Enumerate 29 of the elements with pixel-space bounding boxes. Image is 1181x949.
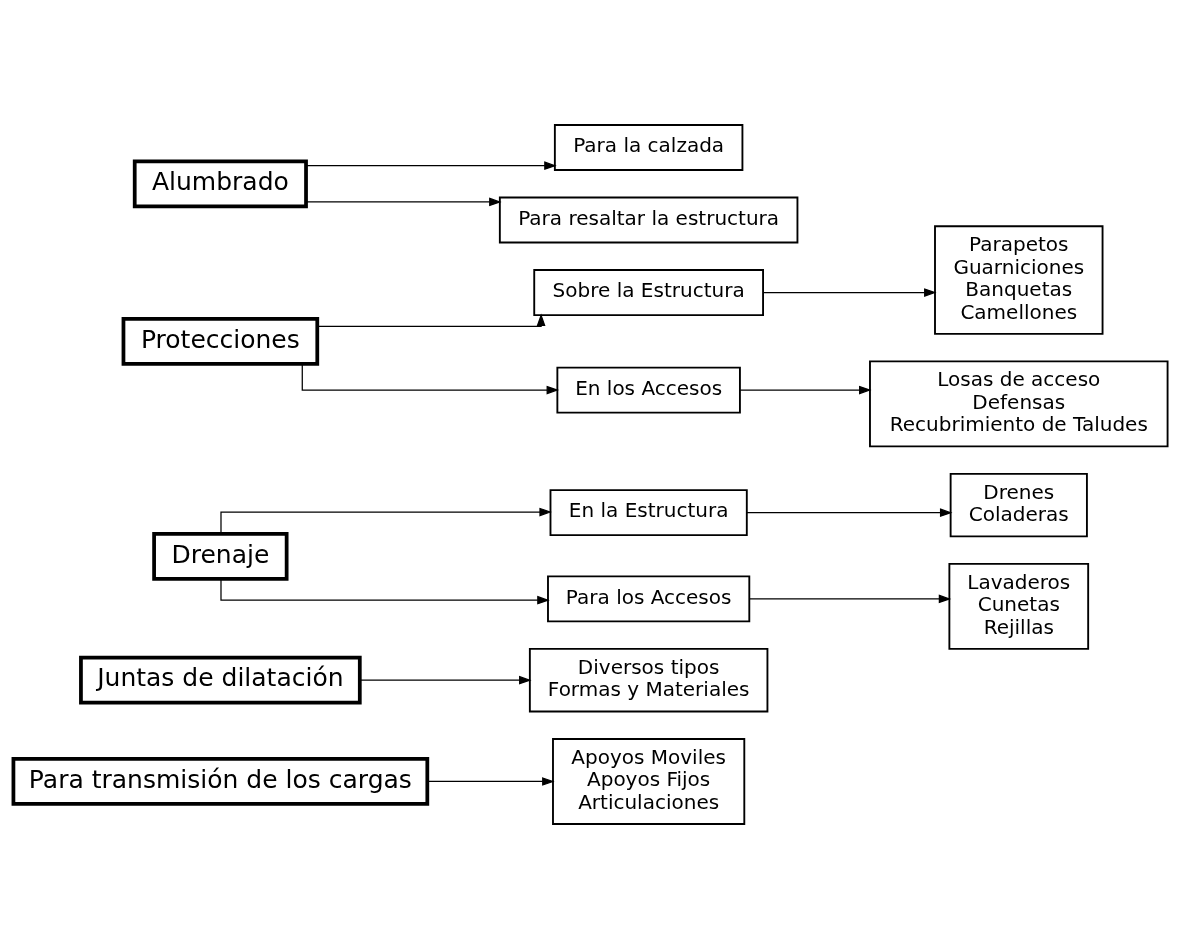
arrow xyxy=(220,507,552,535)
node-box: Juntas de dilatación xyxy=(79,655,362,705)
node-box: Lavaderos Cunetas Rejillas xyxy=(948,562,1090,650)
arrow xyxy=(762,288,937,297)
node-box: Para la calzada xyxy=(553,124,744,171)
node-box: Losas de acceso Defensas Recubrimiento de Taludes xyxy=(869,360,1169,448)
node-box: Parapetos Guarniciones Banquetas Camellones xyxy=(934,225,1104,335)
node-box: Para los Accesos xyxy=(547,575,751,623)
arrow xyxy=(746,508,953,518)
arrow xyxy=(316,313,546,327)
node-box: Diversos tipos Formas y Materiales xyxy=(528,648,769,713)
node-box: Protecciones xyxy=(121,316,320,366)
node-box: En la Estructura xyxy=(549,489,748,537)
node-box: Sobre la Estructura xyxy=(533,269,764,316)
arrow xyxy=(305,197,502,207)
arrow xyxy=(427,777,555,786)
node-box: Apoyos Moviles Apoyos Fijos Articulaciones xyxy=(552,738,746,825)
node-box: En los Accesos xyxy=(556,366,741,414)
arrow xyxy=(749,594,952,604)
node-box: Para resaltar la estructura xyxy=(498,196,799,244)
arrow xyxy=(359,675,532,685)
arrow xyxy=(305,161,557,171)
arrow xyxy=(739,385,872,395)
arrow xyxy=(220,578,550,605)
node-box: Alumbrado xyxy=(132,159,308,209)
arrow xyxy=(301,363,560,395)
node-box: Drenaje xyxy=(152,532,289,581)
node-box: Drenes Coladeras xyxy=(949,472,1088,538)
node-box: Para transmisión de los cargas xyxy=(11,757,430,806)
